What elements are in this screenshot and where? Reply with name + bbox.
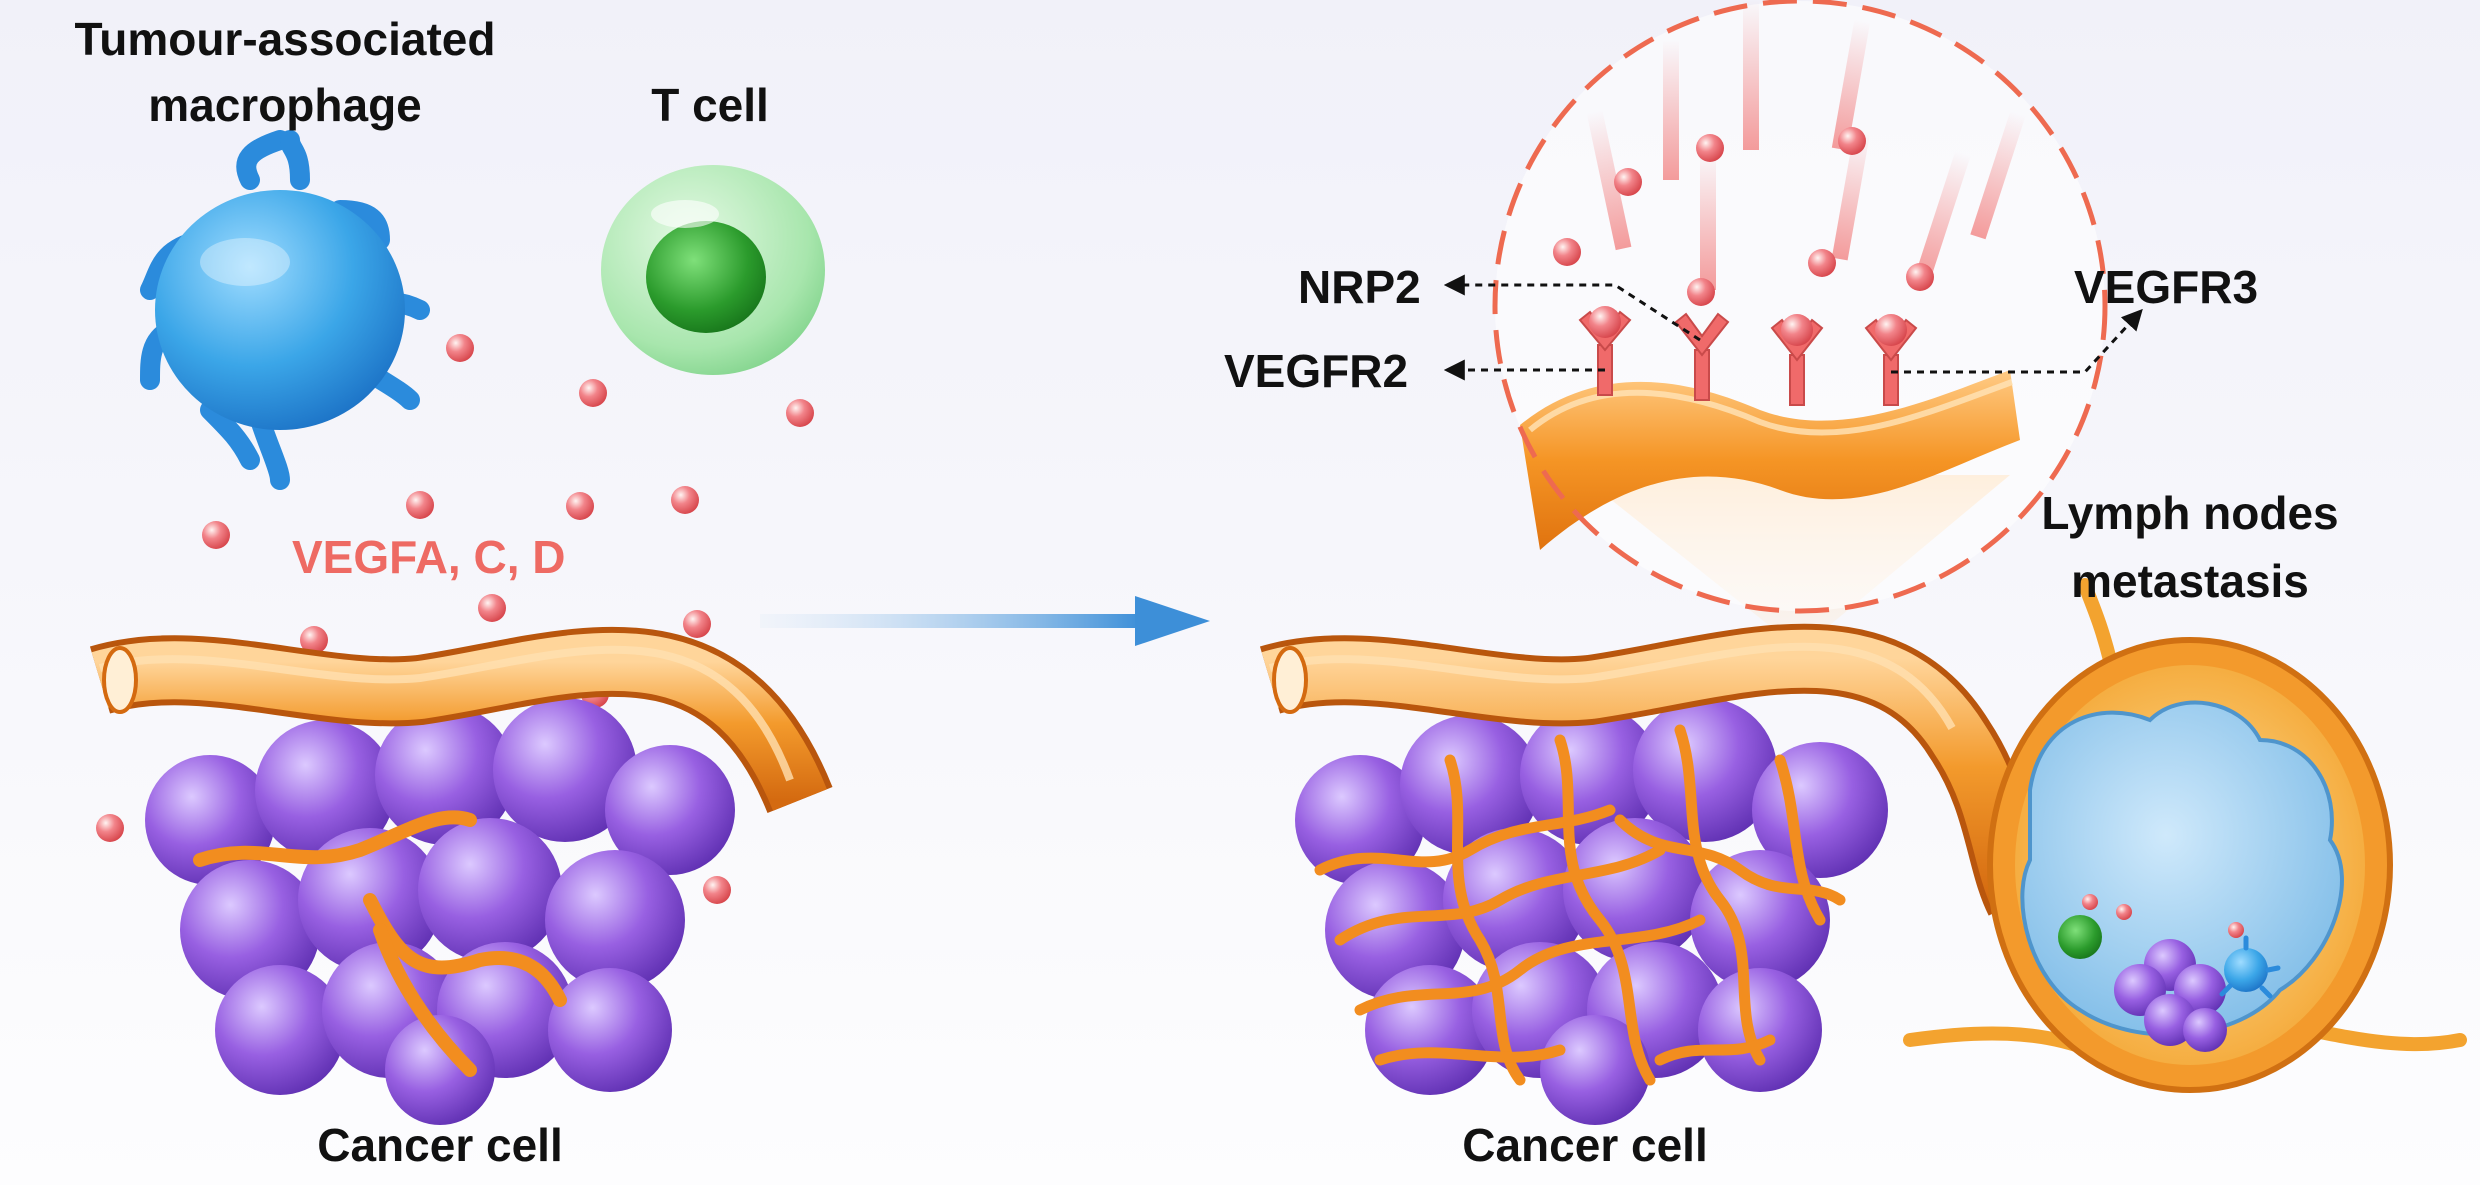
vegfr3-label: VEGFR3 — [2074, 261, 2259, 313]
cancer-cell-label-right: Cancer cell — [1462, 1119, 1708, 1171]
t-cell-label: T cell — [651, 79, 769, 131]
lymph-node-icon — [1903, 578, 2467, 1093]
lymph-label-line1: Lymph nodes — [2041, 487, 2339, 539]
lymph-label-line2: metastasis — [2071, 555, 2309, 607]
vegf-label: VEGFA, C, D — [292, 531, 566, 583]
magnified-view — [1492, 0, 2108, 614]
t-cell-icon — [601, 165, 825, 375]
receptor-leader-lines — [1443, 274, 2143, 381]
nrp2-label: NRP2 — [1298, 261, 1421, 313]
blood-vessel-left — [89, 626, 833, 814]
vegfr2-label: VEGFR2 — [1224, 345, 1409, 397]
cancer-cell-label-left: Cancer cell — [317, 1119, 563, 1171]
macrophage-icon — [140, 130, 430, 490]
receptor-4 — [1864, 314, 1918, 406]
receptor-2 — [1674, 312, 1730, 401]
macrophage-label-line2: macrophage — [148, 79, 422, 131]
receptor-3 — [1770, 314, 1824, 406]
arrow-right-icon — [760, 596, 1210, 646]
vegf-particles-left — [96, 334, 814, 904]
blood-vessel-right — [1259, 623, 2052, 916]
tumour-cluster-icon — [145, 698, 735, 1125]
macrophage-label-line1: Tumour-associated — [74, 13, 496, 65]
tumour-cluster-right-icon — [1295, 698, 1888, 1125]
